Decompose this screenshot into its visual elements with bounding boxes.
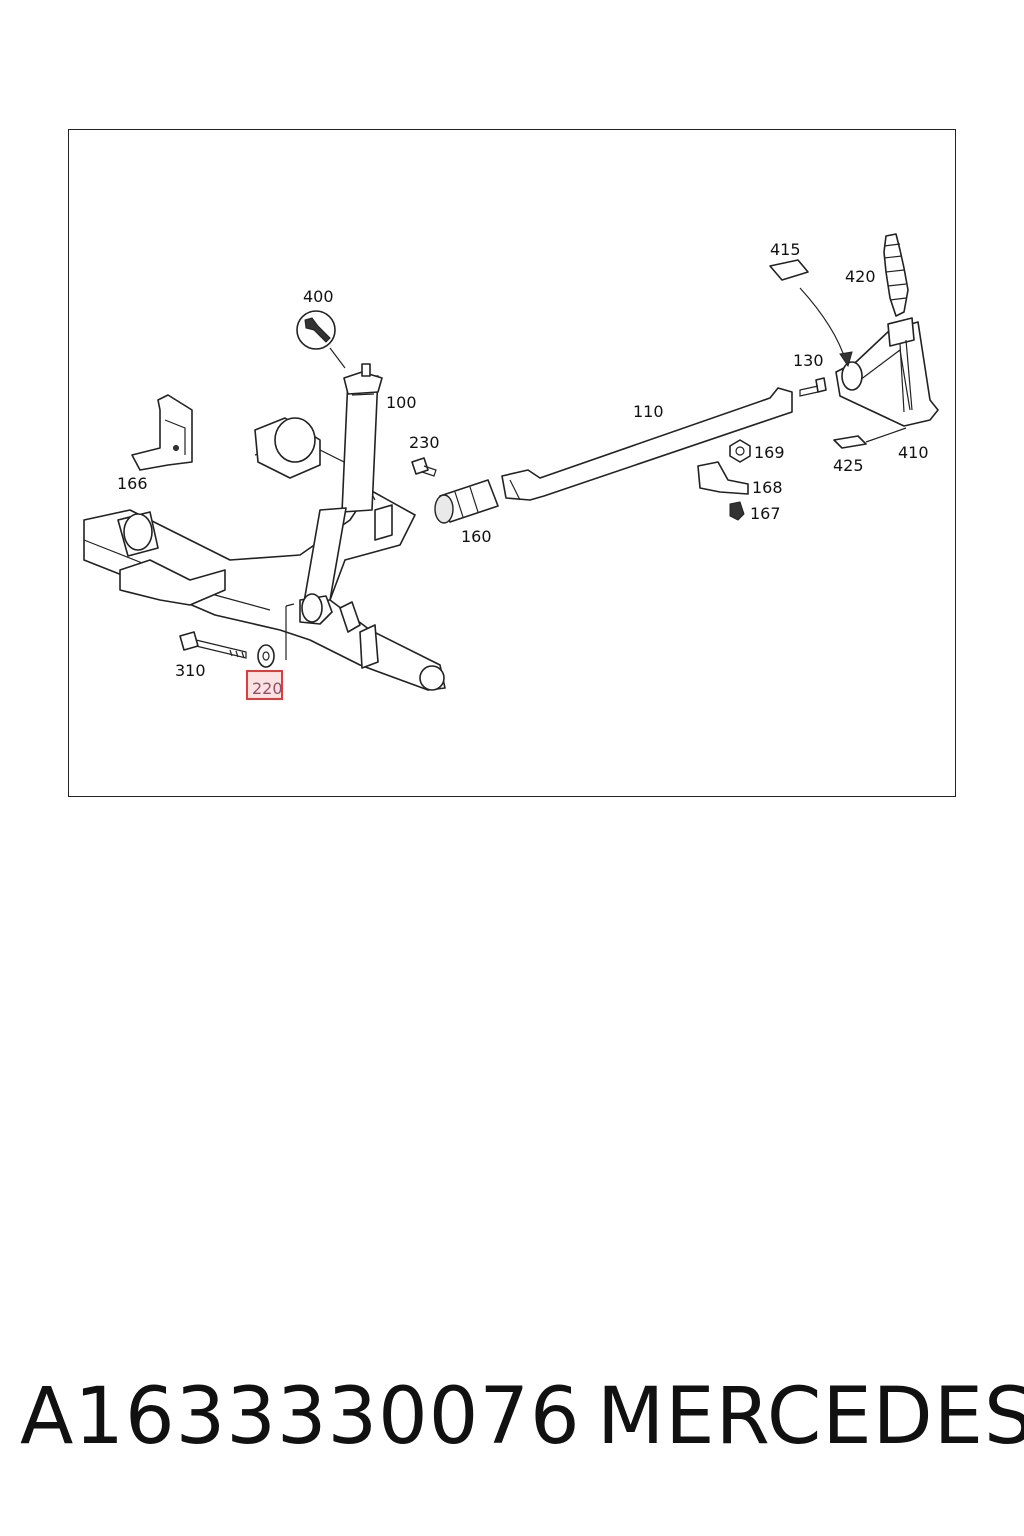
torsion-bar-110: [501, 387, 793, 501]
callout-230: 230: [409, 433, 440, 452]
lower-control-arm-assembly: [83, 417, 446, 691]
bolt-310: [179, 631, 247, 659]
rod-420: [883, 233, 909, 317]
callout-410: 410: [898, 443, 929, 462]
callout-169: 169: [754, 443, 785, 462]
callout-420: 420: [845, 267, 876, 286]
callout-168: 168: [752, 478, 783, 497]
footer: A1633330076 MERCEDES: [0, 1372, 1024, 1472]
part-number: A1633330076: [20, 1372, 581, 1462]
bolt-230: [411, 457, 437, 477]
callout-415: 415: [770, 240, 801, 259]
screw-130: [799, 377, 827, 397]
shim-425: [833, 427, 907, 449]
nut-169: [729, 439, 751, 463]
wrench-icon: [296, 310, 346, 369]
clip-168: [697, 461, 749, 495]
callout-425: 425: [833, 456, 864, 475]
callout-167: 167: [750, 504, 781, 523]
bushing-160: [434, 479, 499, 524]
brand-name: MERCEDES: [597, 1372, 1024, 1462]
bracket-166: [131, 394, 193, 471]
callout-220: 220: [252, 679, 283, 698]
shock-absorber-100: [299, 363, 383, 625]
highlight-box-220: [246, 670, 283, 700]
callout-310: 310: [175, 661, 206, 680]
clip-167: [729, 501, 745, 521]
pad-415: [769, 259, 853, 368]
washer-220: [257, 603, 295, 668]
callout-130: 130: [793, 351, 824, 370]
callout-160: 160: [461, 527, 492, 546]
bracket-assembly-410: [835, 317, 939, 427]
callout-100: 100: [386, 393, 417, 412]
callout-400: 400: [303, 287, 334, 306]
callout-166: 166: [117, 474, 148, 493]
callout-110: 110: [633, 402, 664, 421]
diagram-frame: [68, 129, 956, 797]
